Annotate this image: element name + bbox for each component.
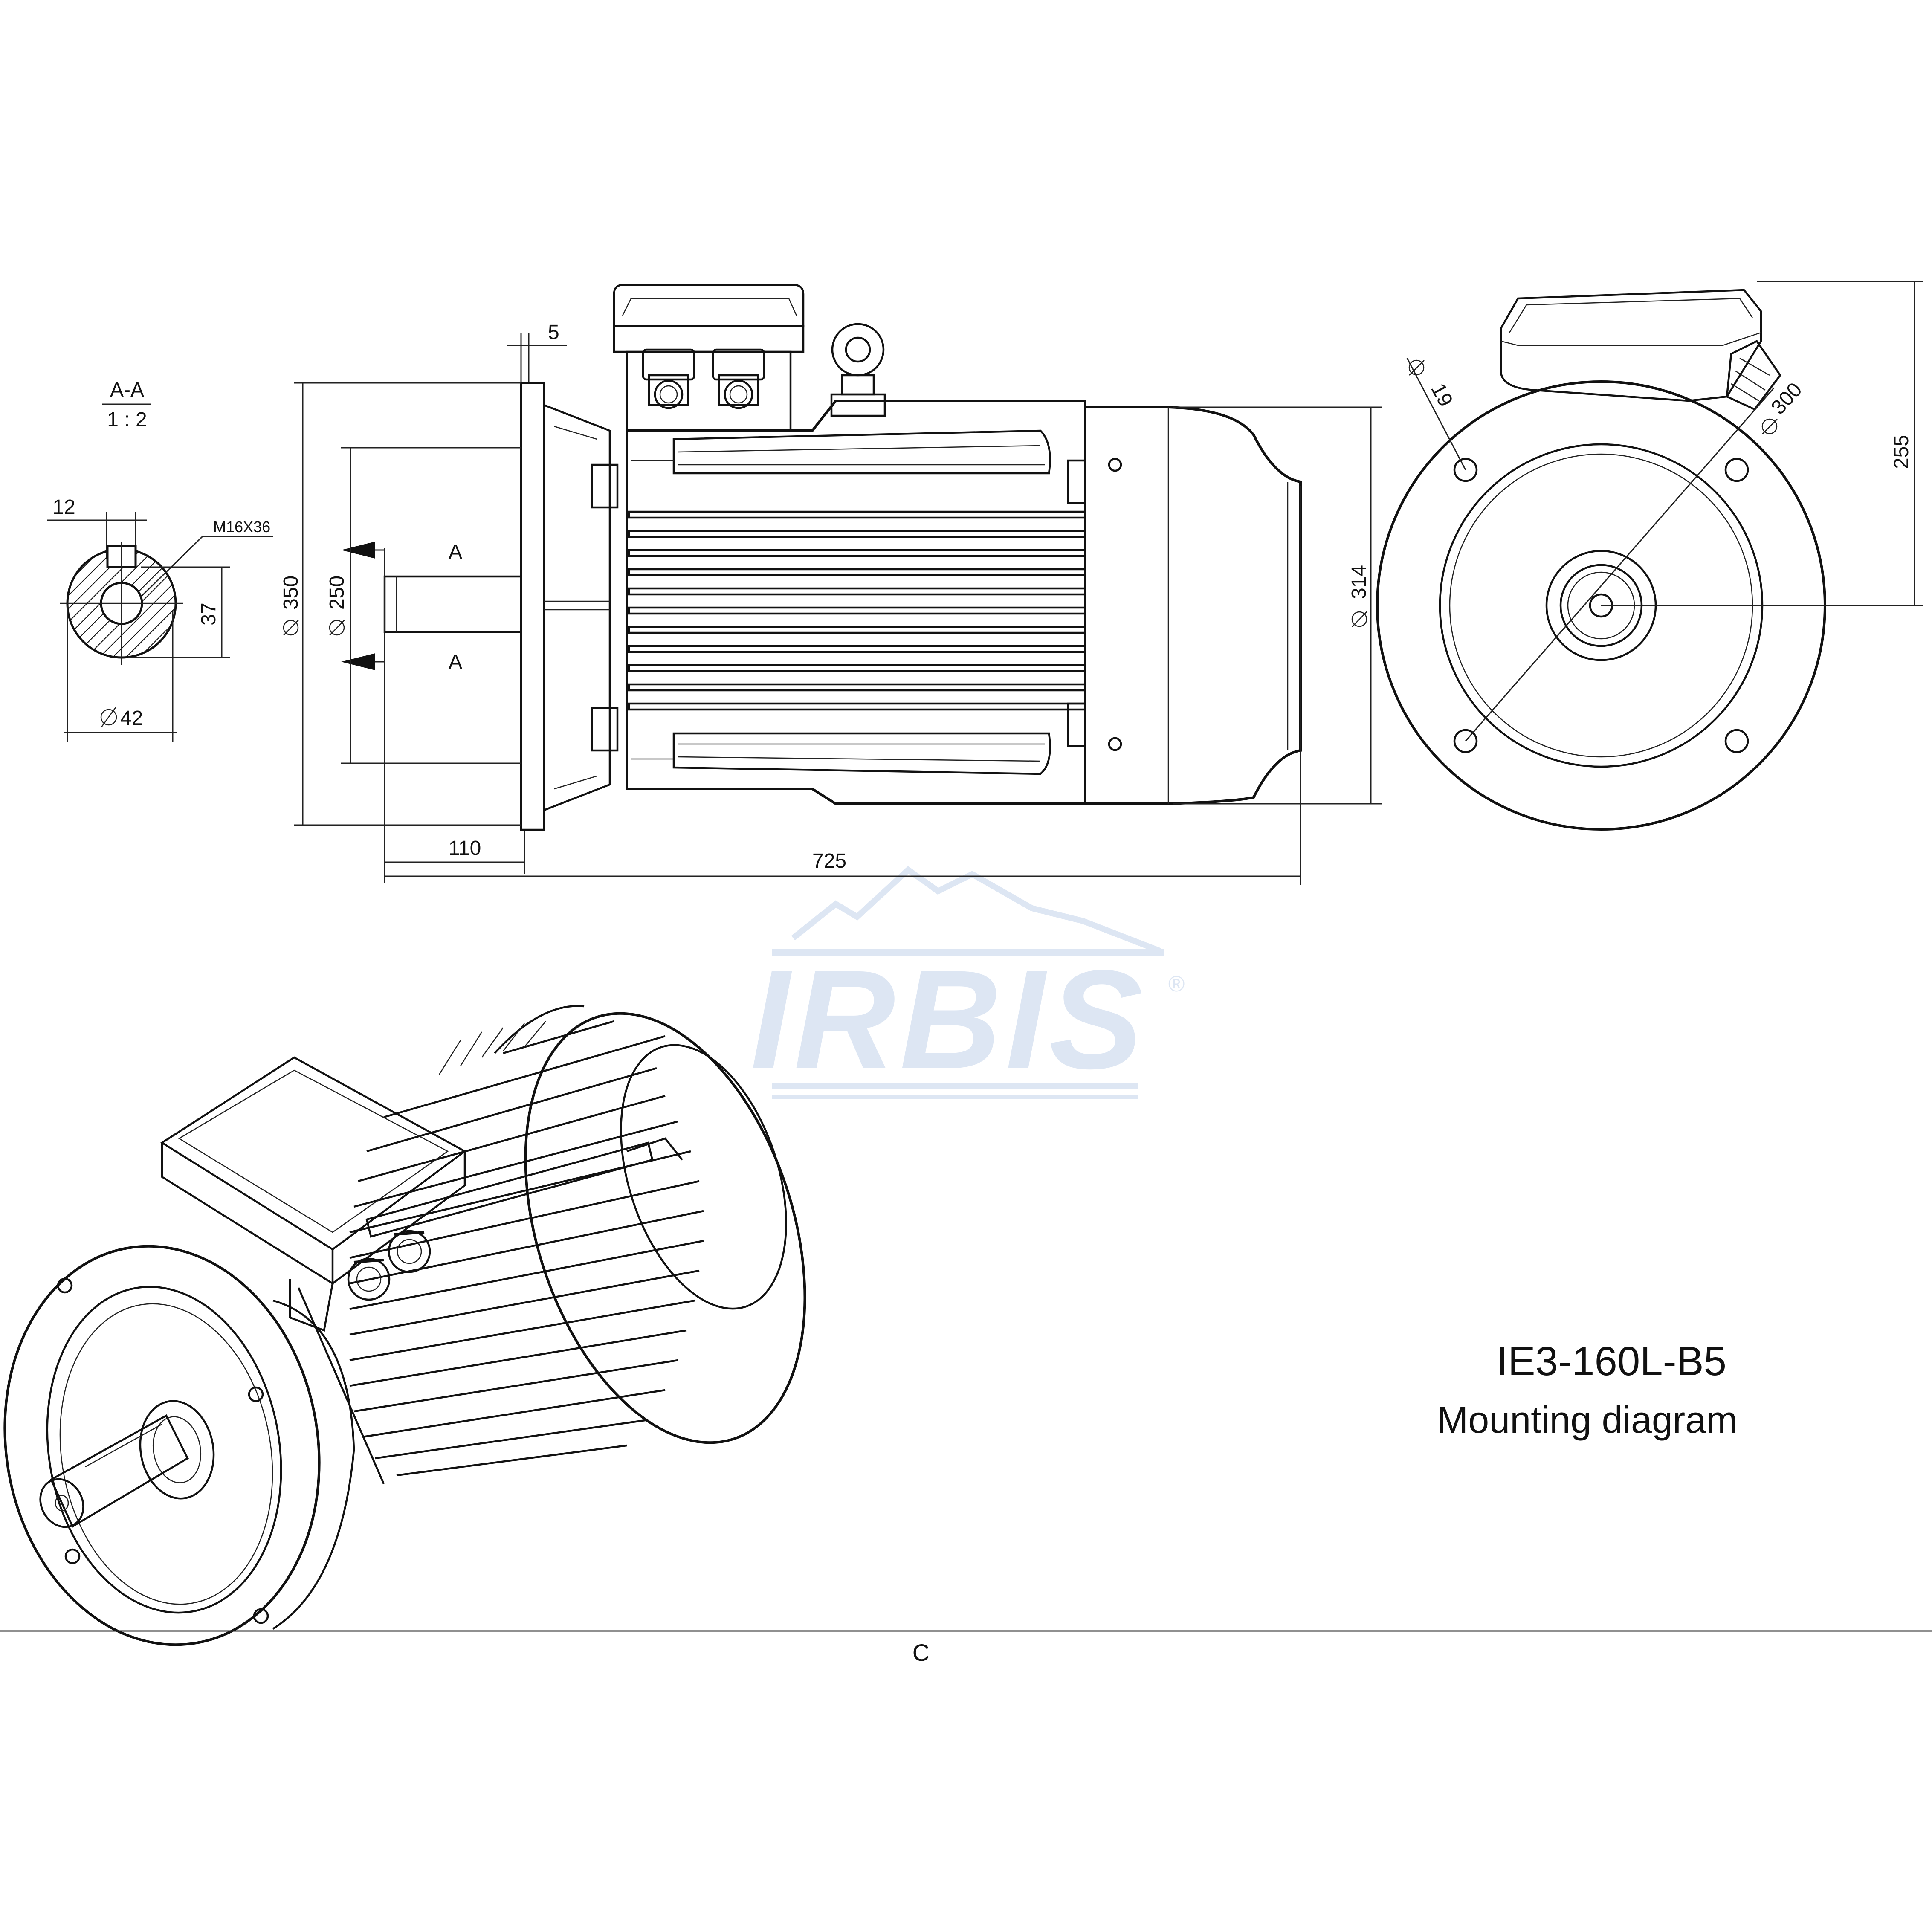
side-view: A A <box>280 284 1382 885</box>
iso-cooling-fins <box>349 1035 704 1477</box>
section-scale: 1 : 2 <box>107 408 147 431</box>
watermark-logo: IRBIS ® <box>750 866 1185 1099</box>
diameter-symbol-icon <box>283 620 299 636</box>
body-diameter-value: 314 <box>1348 565 1370 599</box>
key-width-value: 12 <box>52 496 75 518</box>
isometric-view <box>3 1005 806 1646</box>
iso-terminal-box <box>160 1056 467 1332</box>
model-title: IE3-160L-B5 <box>1497 1338 1726 1384</box>
diameter-symbol-icon <box>329 620 345 636</box>
diameter-symbol-icon <box>100 707 117 727</box>
section-arrow-icon <box>341 542 375 670</box>
diameter-symbol-icon <box>1351 611 1367 627</box>
section-view: A-A 1 : 2 12 M16X36 37 <box>47 379 273 742</box>
iso-bolt-holes <box>57 1277 269 1624</box>
sheet-letter: C <box>912 1639 930 1666</box>
diagram-subtitle: Mounting diagram <box>1437 1399 1737 1441</box>
diameter-symbol-icon <box>1761 418 1778 434</box>
lifting-eye <box>830 323 886 417</box>
cooling-fins <box>628 510 1086 711</box>
flange-diameter-value: 350 <box>280 576 302 610</box>
section-mark-top: A <box>449 541 462 563</box>
cable-gland-right <box>712 348 765 409</box>
height-value: 37 <box>197 602 220 625</box>
bolt-holes <box>1453 458 1749 753</box>
diameter-symbol-icon <box>1408 359 1425 376</box>
watermark-text: IRBIS <box>750 941 1147 1098</box>
cable-gland-side <box>1726 340 1781 411</box>
thread-label: M16X36 <box>213 518 270 536</box>
shaft-diameter-value: 42 <box>120 707 143 730</box>
front-view: 255 19 300 <box>1376 281 1923 831</box>
spigot-diameter-value: 250 <box>326 576 348 610</box>
section-label: A-A <box>110 379 144 401</box>
shaft-length-value: 110 <box>449 837 481 860</box>
cable-gland-left <box>642 348 695 409</box>
flange-thickness-value: 5 <box>548 321 559 344</box>
overall-length-value: 725 <box>812 850 846 872</box>
hole-diameter-value: 19 <box>1426 379 1457 410</box>
watermark-registered: ® <box>1168 972 1185 996</box>
height-255-value: 255 <box>1890 435 1913 469</box>
section-mark-bottom: A <box>449 651 462 673</box>
